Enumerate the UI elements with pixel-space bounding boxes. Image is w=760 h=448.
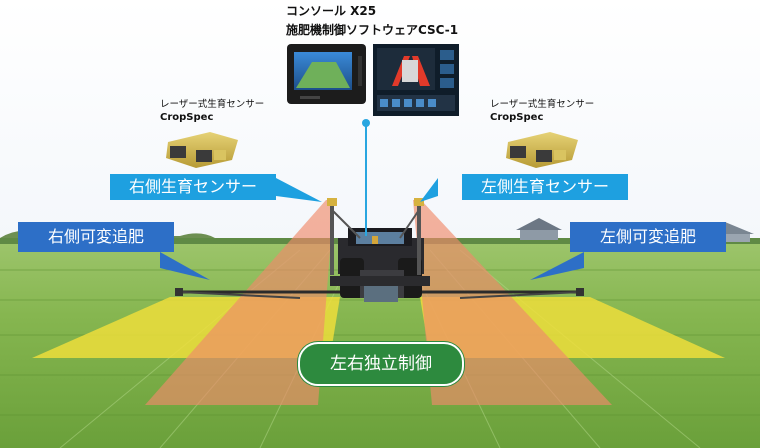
sensor-caption-left: レーザー式生育センサー CropSpec: [160, 98, 264, 124]
independent-control-badge: 左右独立制御: [298, 342, 464, 386]
tractor: [327, 198, 430, 302]
sensor-beam-right: [413, 200, 612, 405]
sensor-caption-left-line1: レーザー式生育センサー: [160, 99, 265, 110]
console-title-line2: 施肥機制御ソフトウェアCSC-1: [286, 23, 459, 37]
software-screen: [373, 44, 459, 116]
console-title: コンソール X25 施肥機制御ソフトウェアCSC-1: [286, 2, 486, 40]
console-title-line1: コンソール X25: [286, 4, 377, 18]
cropspec-sensor-left: [166, 132, 238, 168]
sensor-caption-right-line1: レーザー式生育センサー: [490, 99, 595, 110]
sensor-caption-right: レーザー式生育センサー CropSpec: [490, 98, 594, 124]
console-connector: [362, 119, 370, 236]
right-sensor-label: 右側生育センサー: [110, 174, 276, 200]
sensor-caption-right-model: CropSpec: [490, 112, 544, 123]
console-device: [287, 44, 366, 104]
label-pointers: [160, 178, 584, 280]
cropspec-sensor-right: [506, 132, 578, 168]
sensor-beam-left: [145, 200, 334, 405]
sensor-caption-left-model: CropSpec: [160, 112, 214, 123]
left-boom-label: 左側可変追肥: [570, 222, 726, 252]
left-sensor-label: 左側生育センサー: [462, 174, 628, 200]
right-boom-label: 右側可変追肥: [18, 222, 174, 252]
